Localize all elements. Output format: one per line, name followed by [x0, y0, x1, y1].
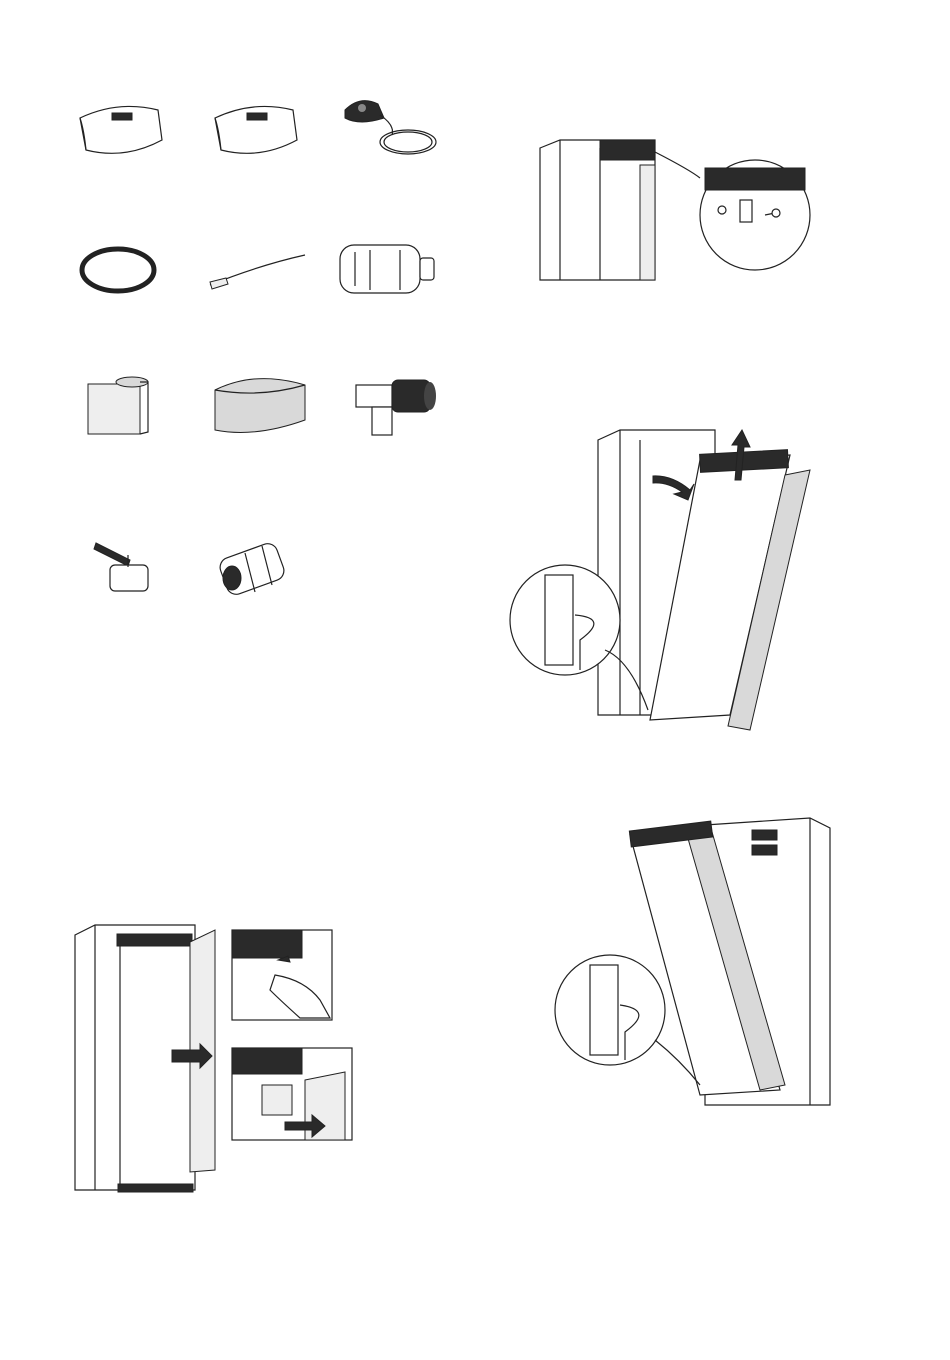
aluminium-tape-roll-icon	[214, 378, 306, 433]
figure-refit-front-panel	[554, 817, 831, 1106]
safety-valve-icon	[355, 379, 436, 436]
temperature-sensor-cable-icon	[344, 100, 437, 155]
figure-lift-front-panel	[509, 428, 811, 731]
room-sensor-unit-icon	[79, 105, 163, 154]
particle-filter-icon	[339, 244, 435, 294]
insulation-tape-roll-icon	[87, 376, 149, 435]
ball-valve-icon	[93, 542, 149, 592]
figure-remove-top-screw	[539, 139, 811, 281]
o-ring-icon	[79, 246, 157, 294]
compression-coupling-icon	[219, 543, 285, 595]
room-unit-icon	[214, 105, 298, 154]
figure-open-side-panel	[74, 924, 353, 1193]
sensor-probe-icon	[209, 254, 306, 290]
